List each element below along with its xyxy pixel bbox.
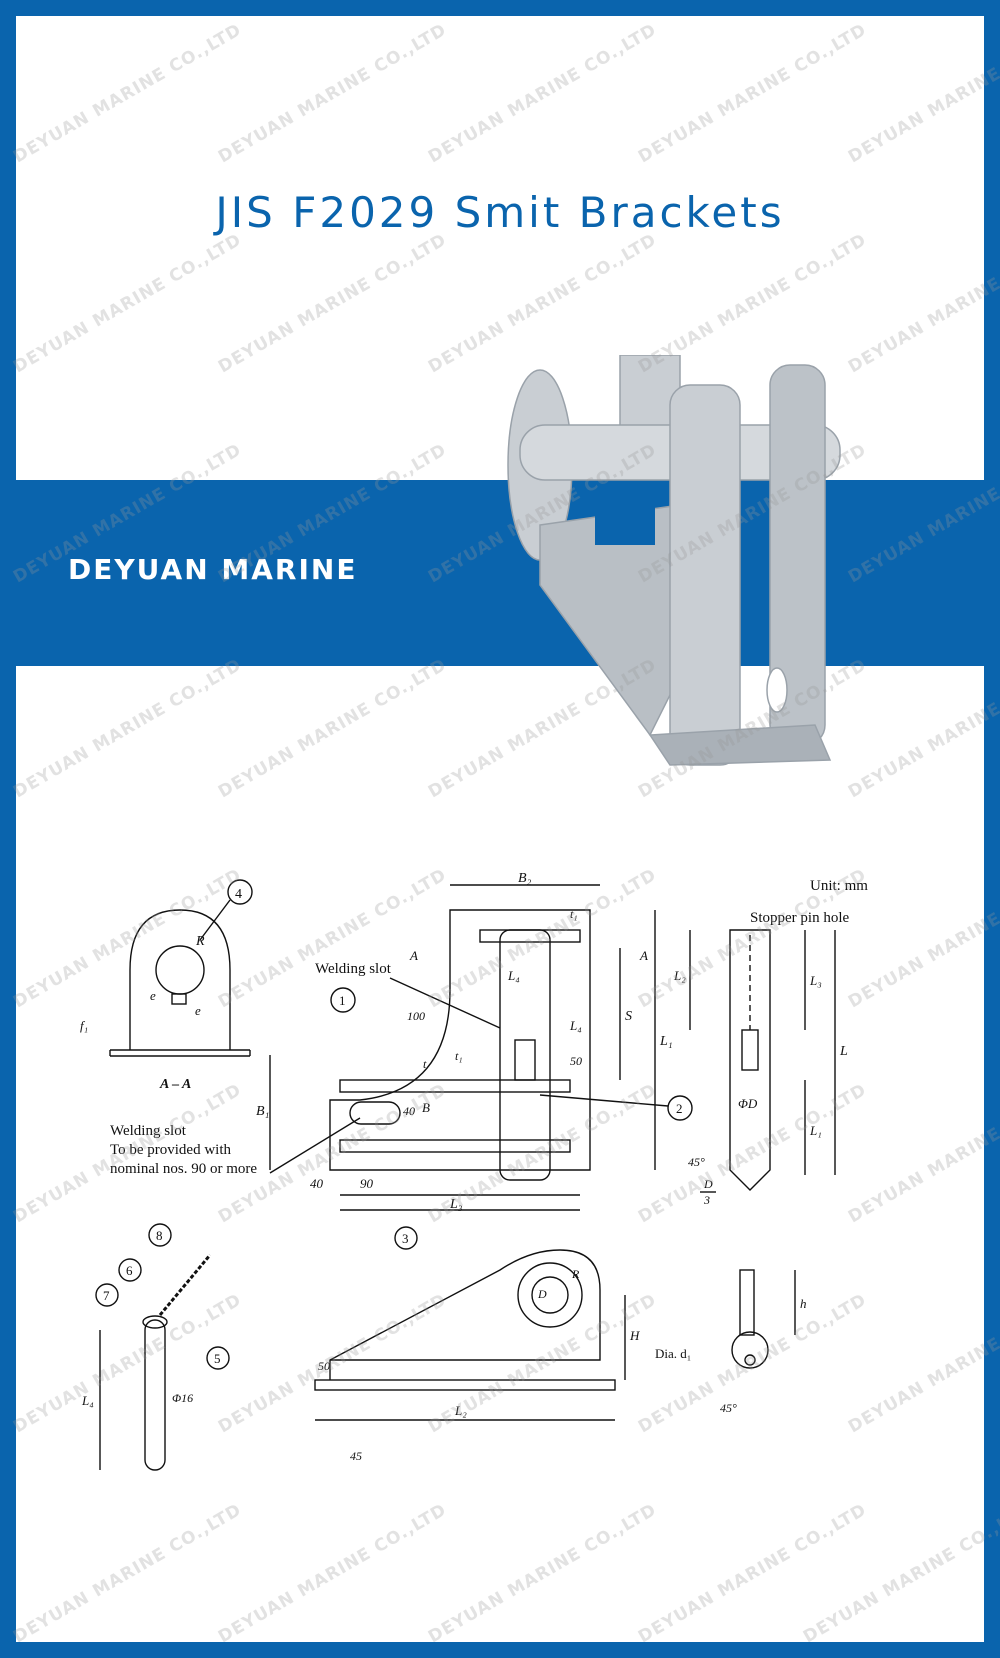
label-l4-pin: L₄ [81, 1393, 94, 1408]
brand-name: DEYUAN MARINE [68, 553, 358, 586]
label-h-detail: h [800, 1296, 807, 1311]
label-t1-b: t₁ [570, 907, 578, 921]
label-l2-pin: L₂ [673, 968, 686, 983]
label-t1: t₁ [455, 1049, 463, 1063]
item-6-label: 6 [126, 1263, 133, 1278]
bracket-view: 3 D R H L₂ 50 45 [314, 1226, 640, 1463]
deg-45-b: 45° [720, 1401, 737, 1415]
item-4-label: 4 [235, 887, 242, 902]
foot-plate [648, 724, 832, 766]
item-1-label: 1 [339, 993, 346, 1008]
label-phid: ΦD [738, 1096, 758, 1111]
section-aa-view: 4 R e e A – A f₁ [80, 879, 253, 1092]
label-d3-den: 3 [703, 1193, 710, 1207]
label-e-1: e [150, 988, 156, 1003]
label-e-2: e [195, 1003, 201, 1018]
label-d-bracket: D [537, 1287, 547, 1301]
label-r-bracket: R [571, 1267, 580, 1281]
label-l1-pin: L₁ [809, 1123, 822, 1138]
dim-90: 90 [360, 1176, 374, 1191]
window-cutout [595, 495, 655, 545]
label-b2: B₂ [518, 871, 532, 886]
welding-slot-label-1: Welding slot [315, 961, 392, 977]
deg-45-a: 45° [688, 1155, 705, 1169]
item-7-label: 7 [103, 1288, 110, 1303]
label-l3-main: L₃ [449, 1197, 463, 1212]
unit-label: Unit: mm [810, 878, 868, 894]
label-l4-main: L₄ [507, 968, 520, 983]
label-s: S [625, 1009, 632, 1024]
dim-40-a: 40 [403, 1104, 415, 1118]
label-t: t [423, 1057, 427, 1071]
dim-100: 100 [407, 1009, 425, 1023]
label-l2-bracket: L₂ [454, 1403, 467, 1418]
label-b: B [422, 1100, 430, 1115]
technical-drawing: Unit: mm Stopper pin hole 4 R e e A – A … [80, 871, 868, 1471]
item-8-label: 8 [156, 1228, 163, 1243]
label-r-aa: R [195, 934, 205, 949]
dia-label: Dia. d₁ [655, 1346, 691, 1361]
stopper-pin-hole-label: Stopper pin hole [750, 910, 849, 926]
stopper-pin-view: L₄ Φ16 8 6 7 5 [81, 1223, 230, 1471]
item-3-label: 3 [402, 1231, 409, 1246]
label-b1: B₁ [256, 1104, 269, 1119]
deg-45-c: 45 [350, 1449, 362, 1463]
brand-band [0, 480, 1000, 666]
pin-hole-detail: h Dia. d₁ 45° [655, 1269, 807, 1415]
label-l-pin: L [839, 1044, 848, 1059]
label-l1: L₁ [659, 1034, 673, 1049]
slot-hole [766, 667, 788, 713]
page-title: JIS F2029 Smit Brackets [215, 188, 785, 237]
welding-slot-label-2: Welding slot [110, 1123, 187, 1139]
front-plate [669, 384, 741, 766]
label-d3-num: D [703, 1177, 713, 1191]
label-l3-pin: L₃ [809, 973, 822, 988]
dim-phi16: Φ16 [172, 1391, 193, 1405]
label-h-bracket: H [629, 1328, 640, 1343]
dim-40-b: 40 [310, 1176, 324, 1191]
product-photo [507, 355, 841, 766]
dim-50-a: 50 [570, 1054, 582, 1068]
label-a-2: A [639, 948, 648, 963]
item-2-label: 2 [676, 1101, 683, 1116]
section-label: A – A [159, 1077, 191, 1092]
welding-note-1: To be provided with [110, 1142, 232, 1158]
main-elevation: B₂ L₁ S A A B₁ B t t₁ t₁ L₄ L₄ 100 50 40… [110, 871, 693, 1212]
pin-side-view: L₂ L₃ L L₁ ΦD 45° D 3 [673, 929, 848, 1207]
welding-note-2: nominal nos. 90 or more [110, 1161, 257, 1177]
label-l4-main-2: L₄ [569, 1018, 582, 1033]
item-5-label: 5 [214, 1351, 221, 1366]
dim-50-b: 50 [318, 1359, 330, 1373]
svg-text:f₁: f₁ [80, 1018, 88, 1033]
label-a-1: A [409, 948, 418, 963]
